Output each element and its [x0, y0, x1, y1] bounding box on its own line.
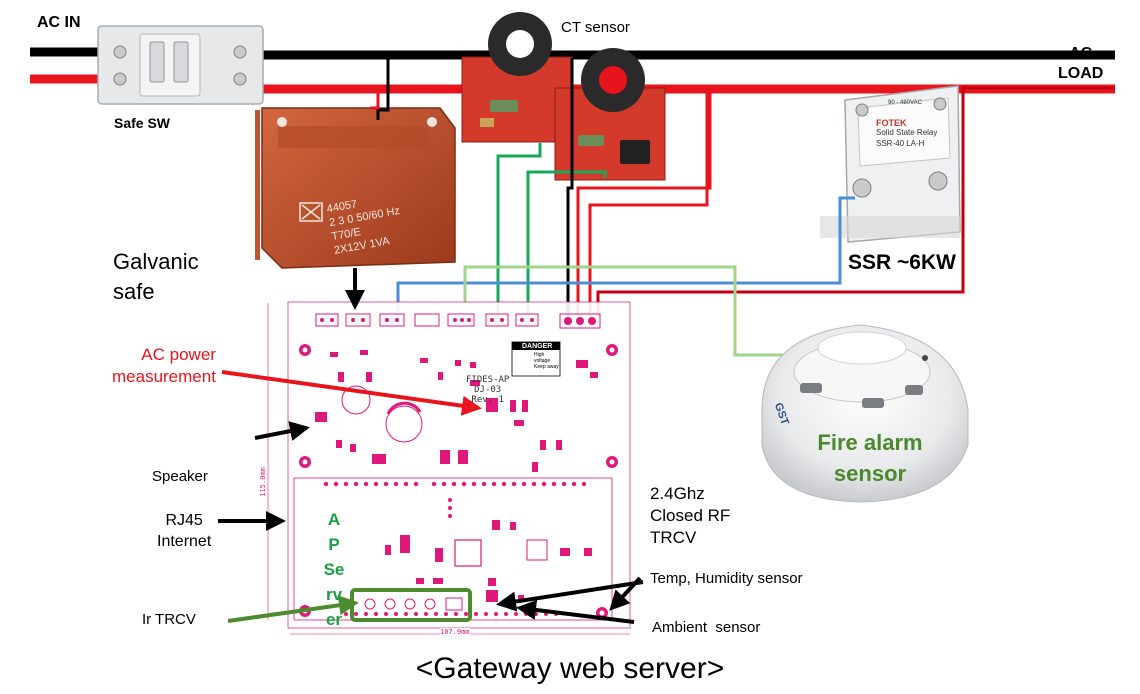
solid-state-relay [820, 85, 961, 243]
ssr-rating-label: 90 - 480VAC [888, 100, 922, 106]
label-ac-load: AC LOAD [1058, 45, 1104, 82]
label-ac-power-measurement: AC power measurement [112, 345, 216, 386]
ct-sensor-1 [461, 12, 573, 143]
label-ir-trcv: Ir TRCV [142, 611, 196, 628]
label-rf-trcv: 2.4Ghz Closed RF TRCV [650, 484, 731, 547]
ssr-model-label: SSR-40 LA-H [876, 139, 925, 148]
label-ap-server: A P Se rv er [323, 510, 345, 629]
pointer-arrows [218, 268, 644, 624]
label-galvanic-safe: Galvanic safe [113, 249, 199, 304]
board-name-label: FIDES-AP DJ-03 Rev. 1 [466, 375, 510, 405]
safe-switch-breaker [97, 25, 264, 105]
label-ac-in: AC IN [37, 14, 81, 31]
label-speaker: Speaker [152, 468, 208, 485]
board-width-dimension: 107.9mm [440, 628, 470, 636]
danger-subtext: High voltage Keep away [534, 352, 559, 370]
ssr-brand-label: FOTEK [876, 118, 907, 128]
label-fire-alarm-sensor: Fire alarm sensor [817, 430, 923, 486]
label-ssr: SSR ~6KW [848, 251, 956, 274]
board-height-dimension: 115.0mm [258, 467, 267, 497]
danger-label: DANGER [522, 343, 553, 350]
fire-alarm-detector [761, 324, 969, 503]
label-rj45-internet: RJ45 Internet [157, 512, 212, 550]
pcb-board [267, 301, 631, 635]
branch-wiring [370, 58, 1115, 357]
diagram-caption: <Gateway web server> [415, 652, 725, 685]
label-safe-sw: Safe SW [114, 115, 171, 131]
ssr-title-label: Solid State Relay [876, 128, 938, 137]
label-ct-sensor: CT sensor [561, 19, 630, 36]
label-temp-humidity-sensor: Temp, Humidity sensor [650, 570, 803, 587]
transformer [255, 107, 456, 269]
label-ambient-sensor: Ambient sensor [652, 619, 761, 636]
